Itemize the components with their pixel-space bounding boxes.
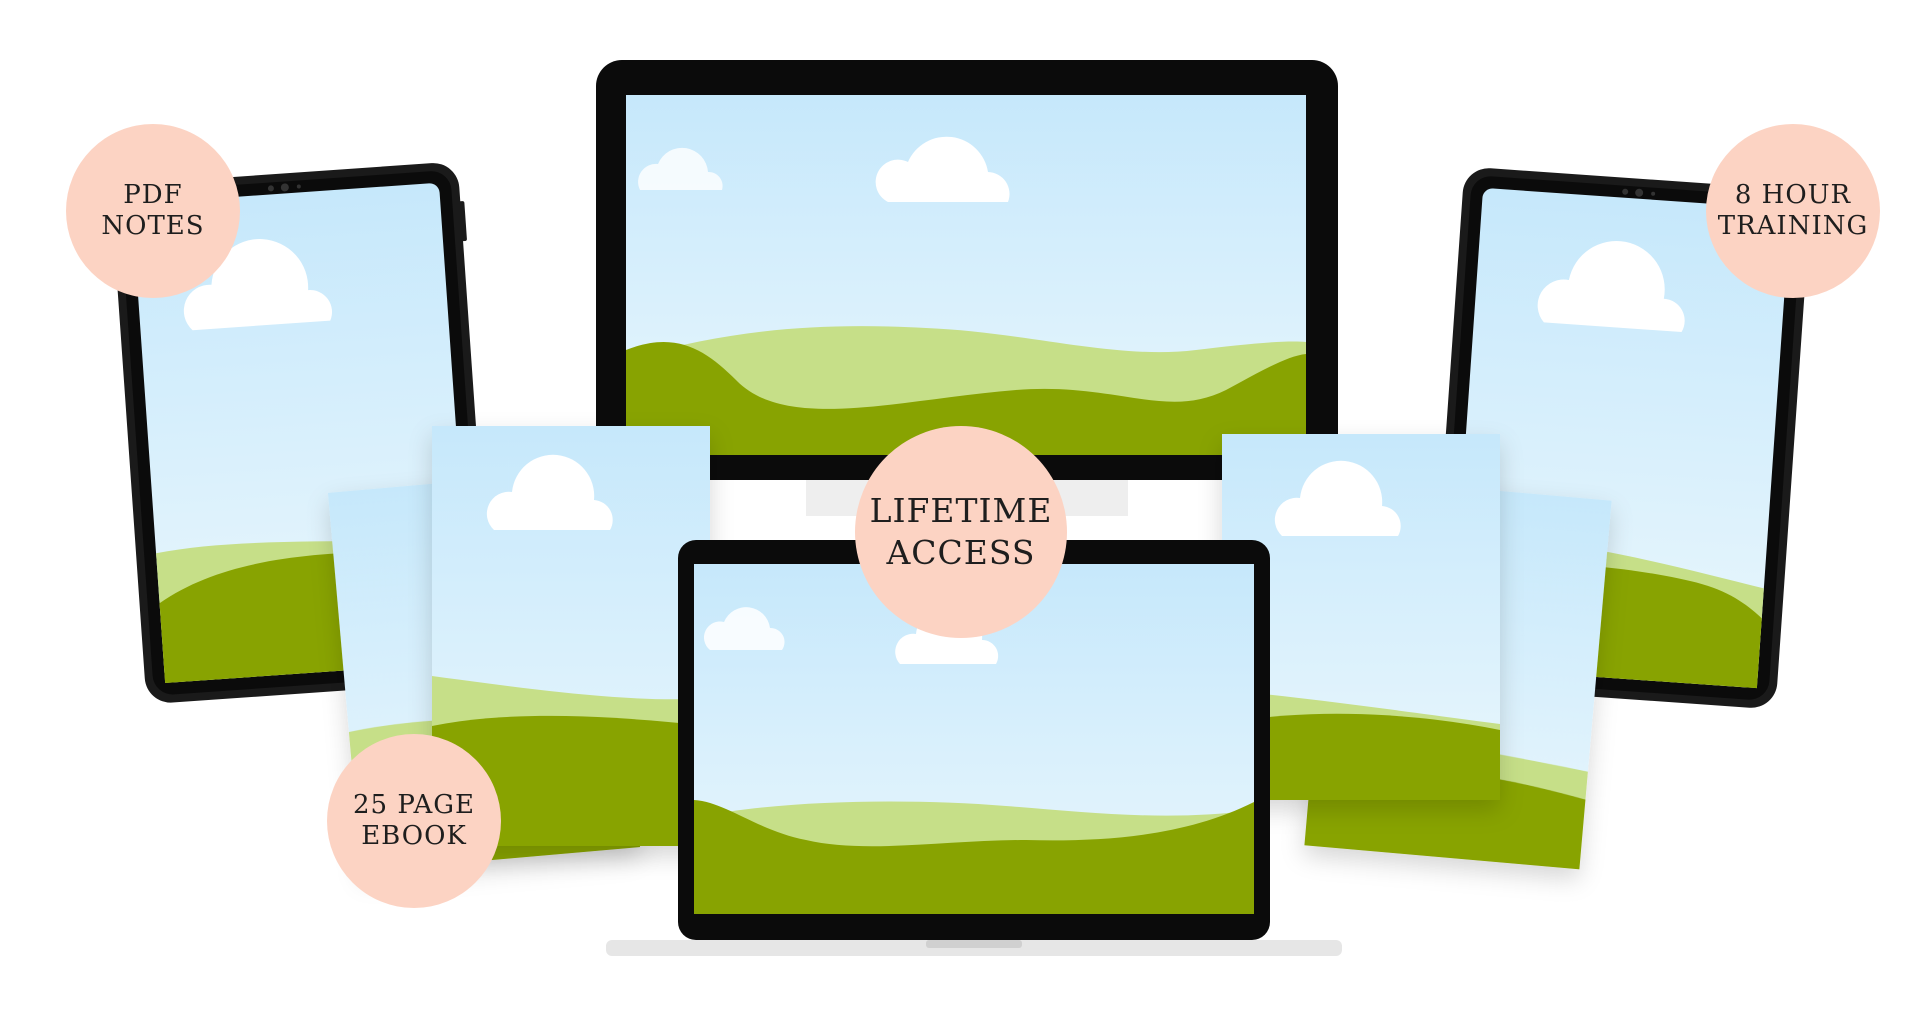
badge-pdf-notes: PDF NOTES <box>66 124 240 298</box>
laptop <box>606 540 1342 960</box>
badge-line: 25 PAGE <box>353 789 475 820</box>
camera-dot-icon <box>1622 188 1629 195</box>
badge-8-hour-training: 8 HOUR TRAINING <box>1706 124 1880 298</box>
badge-25-page-ebook: 25 PAGE EBOOK <box>327 734 501 908</box>
ebook-page-left-front <box>432 426 710 846</box>
badge-line: TRAINING <box>1717 211 1869 241</box>
cloud-icon <box>875 136 1010 202</box>
cloud-icon <box>638 147 723 190</box>
cloud-icon <box>1274 460 1401 536</box>
badge-lifetime-access: LIFETIME ACCESS <box>855 426 1067 638</box>
cloud-icon <box>486 454 613 530</box>
badge-line: PDF <box>123 179 183 210</box>
badge-line: LIFETIME <box>869 490 1053 530</box>
cloud-icon <box>1537 241 1685 333</box>
badge-line: NOTES <box>101 211 205 241</box>
camera-dot-icon <box>267 185 274 192</box>
cloud-icon <box>703 607 785 650</box>
badge-line: ACCESS <box>886 533 1036 572</box>
badge-line: 8 HOUR <box>1734 179 1852 210</box>
badge-line: EBOOK <box>361 821 467 851</box>
